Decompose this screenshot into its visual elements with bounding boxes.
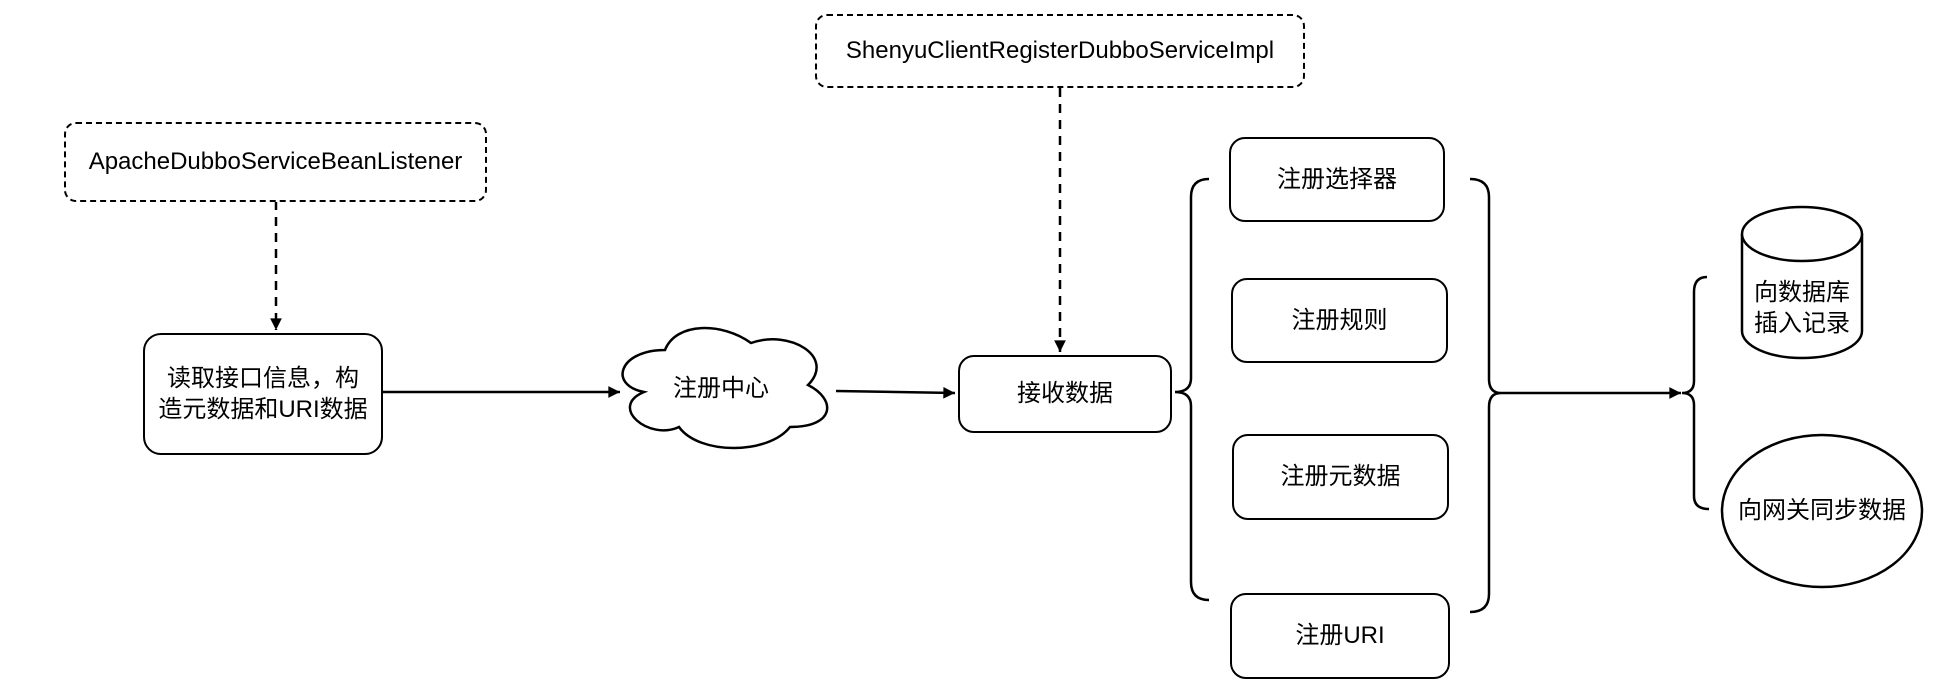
node-label: 向网关同步数据 [1738, 497, 1906, 525]
edge-registry-to-receive [835, 386, 956, 399]
node-label: ApacheDubboServiceBeanListener [88, 148, 463, 176]
node-label: 接收数据 [1017, 380, 1113, 408]
brace-output-group [1681, 275, 1710, 511]
gateway-ellipse-shape [1720, 433, 1924, 589]
database-cylinder-top [1740, 205, 1864, 263]
node-label: 读取接口信息，构 造元数据和URI数据 [158, 364, 368, 423]
node-label: 注册中心 [673, 375, 769, 403]
node-register-metadata: 注册元数据 [1232, 434, 1449, 520]
node-label: 向数据库 插入记录 [1754, 278, 1850, 337]
database-cylinder-body [1740, 234, 1864, 360]
node-label: 注册选择器 [1277, 165, 1397, 193]
node-apache-dubbo-service-bean-listener: ApacheDubboServiceBeanListener [64, 122, 487, 202]
node-receive-data: 接收数据 [958, 355, 1172, 433]
node-read-interface-info: 读取接口信息，构 造元数据和URI数据 [143, 333, 383, 455]
node-register-rule: 注册规则 [1231, 278, 1448, 363]
node-label: ShenyuClientRegisterDubboServiceImpl [845, 37, 1275, 65]
node-gateway-sync-data: 向网关同步数据 [1724, 483, 1920, 539]
node-label: 注册元数据 [1280, 463, 1401, 491]
node-registry-center: 注册中心 [635, 371, 807, 407]
brace-right-register-group [1469, 177, 1502, 614]
node-register-selector: 注册选择器 [1229, 137, 1445, 222]
node-shenyu-client-register-dubbo-service-impl: ShenyuClientRegisterDubboServiceImpl [815, 14, 1305, 88]
registry-cloud-shape [621, 326, 829, 450]
node-register-uri: 注册URI [1230, 593, 1450, 679]
brace-left-register-group [1174, 177, 1210, 602]
node-db-insert-record: 向数据库 插入记录 [1744, 268, 1860, 348]
node-label: 注册规则 [1291, 306, 1388, 334]
node-label: 注册URI [1295, 622, 1385, 650]
